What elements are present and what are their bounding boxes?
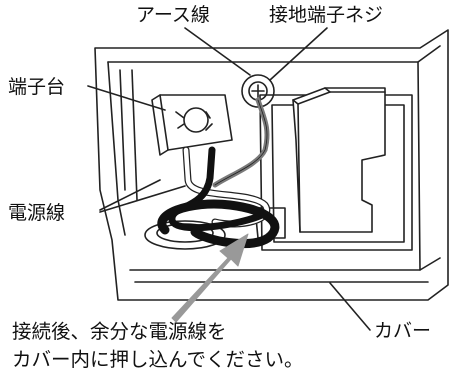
caption-line-1: 接続後、余分な電源線を [12,320,227,343]
leader-power-2 [99,185,186,213]
label-earth-wire: アース線 [136,4,210,26]
clamp-right [254,207,286,239]
label-ground-screw: 接地端子ネジ [269,4,384,26]
terminal-block [159,94,233,151]
cable-grommet [144,220,226,250]
terminal-slot-1 [175,111,185,129]
housing-bottom-edge [129,257,441,271]
terminal-slot-2 [205,111,213,131]
ground-screw-slot [251,84,265,98]
cover-block-step [324,87,331,93]
label-power-wire: 電源線 [8,202,66,224]
cover-block [292,87,386,233]
housing-right-edge [417,61,421,271]
leader-terminal [87,85,166,111]
terminal-block-side [151,94,169,156]
housing-left-wall [119,69,126,191]
housing-inner-left [107,61,126,236]
housing-left-wall-2 [131,69,138,201]
leader-earth-wire [184,27,251,76]
label-terminal-block: 端子台 [8,76,66,98]
push-arrow [171,233,249,323]
terminal-socket [183,107,209,133]
leader-ground-screw [269,27,328,81]
label-cover: カバー [374,320,432,342]
caption-line-2: カバー内に押し込んでください。 [12,348,304,371]
leader-cover [329,282,371,331]
leader-power-1 [99,179,161,211]
housing-frame [94,29,449,301]
power-wire-black [168,146,266,232]
